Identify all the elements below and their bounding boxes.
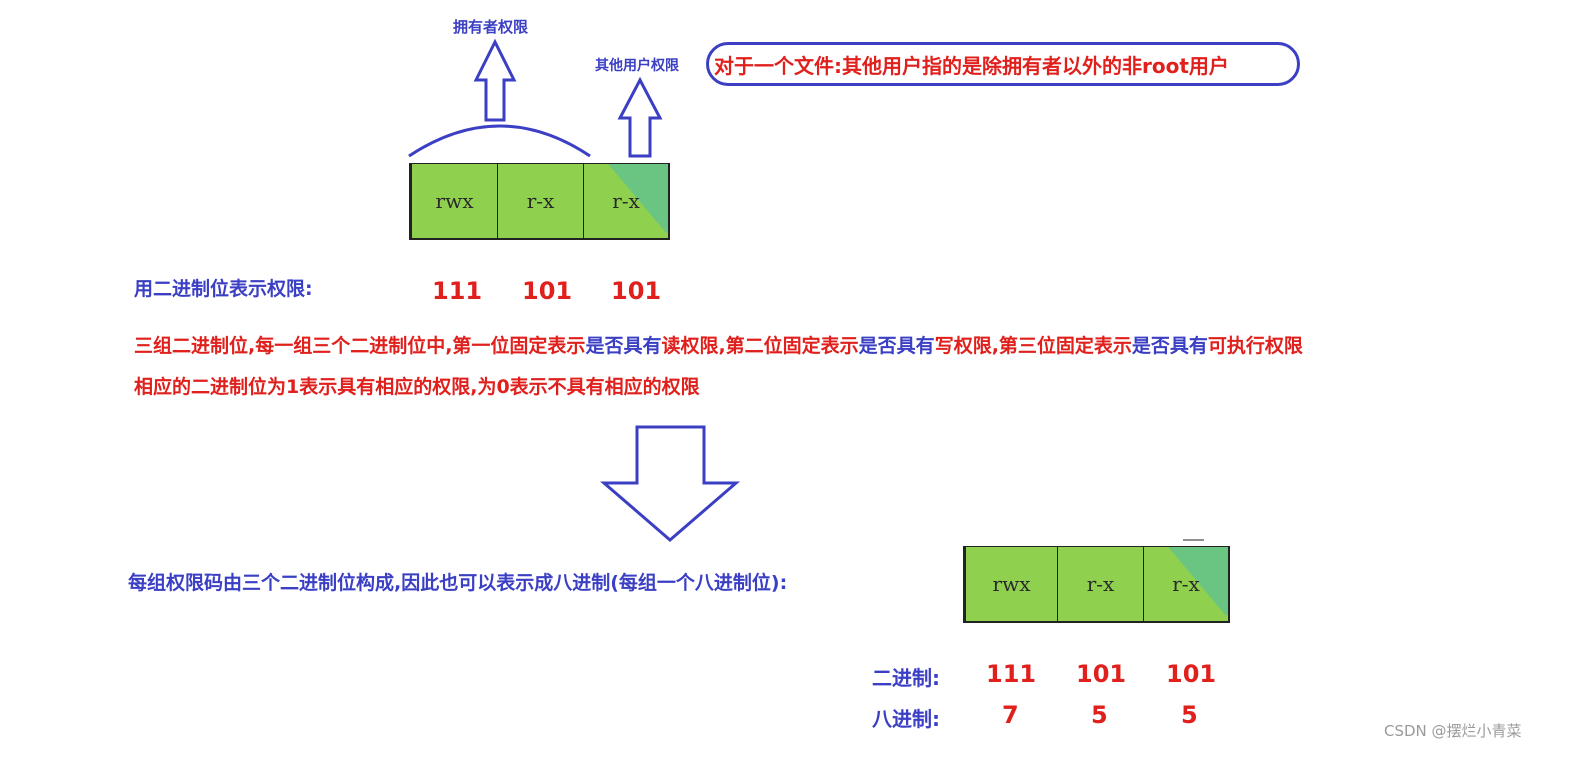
bottom-binary-group: 101 bbox=[1076, 660, 1127, 688]
owner-up-arrow-icon bbox=[473, 38, 517, 122]
watermark: CSDN @摆烂小青菜 bbox=[1384, 722, 1522, 740]
bottom-binary-other: 101 bbox=[1166, 660, 1217, 688]
other-permission-label: 其他用户权限 bbox=[595, 58, 679, 74]
other-up-arrow-icon bbox=[617, 76, 663, 158]
octal-group: 5 bbox=[1091, 701, 1108, 729]
binary-value-other: 101 bbox=[611, 277, 662, 305]
octal-label: 八进制: bbox=[872, 707, 940, 731]
down-arrow-icon bbox=[599, 425, 741, 542]
octal-intro: 每组权限码由三个二进制位构成,因此也可以表示成八进制(每组一个八进制位): bbox=[128, 572, 788, 594]
binary-row-label: 用二进制位表示权限: bbox=[134, 278, 313, 300]
owner-brace-icon bbox=[408, 124, 591, 158]
binary-value-owner: 111 bbox=[432, 277, 483, 305]
other-users-note: 对于一个文件:其他用户指的是除拥有者以外的非root用户 bbox=[714, 54, 1229, 78]
permission-cell-owner-bottom: rwx bbox=[966, 547, 1058, 621]
explanation-line-2: 相应的二进制位为1表示具有相应的权限,为0表示不具有相应的权限 bbox=[134, 376, 700, 398]
explanation-line-1: 三组二进制位,每一组三个二进制位中,第一位固定表示是否具有读权限,第二位固定表示… bbox=[134, 335, 1303, 357]
bottom-binary-owner: 111 bbox=[986, 660, 1037, 688]
permission-cell-other-bottom: r-x bbox=[1144, 547, 1230, 621]
permission-box-top: rwx r-x r-x bbox=[409, 163, 670, 240]
permission-cell-other: r-x bbox=[584, 164, 670, 238]
note-box bbox=[706, 42, 1300, 86]
permission-box-bottom: rwx r-x r-x bbox=[963, 546, 1230, 623]
binary-value-group: 101 bbox=[522, 277, 573, 305]
octal-owner: 7 bbox=[1002, 701, 1019, 729]
binary-label: 二进制: bbox=[872, 666, 940, 690]
permission-cell-owner: rwx bbox=[412, 164, 498, 238]
permission-cell-group: r-x bbox=[498, 164, 584, 238]
owner-permission-label: 拥有者权限 bbox=[453, 18, 529, 36]
permission-cell-group-bottom: r-x bbox=[1058, 547, 1144, 621]
octal-other: 5 bbox=[1181, 701, 1198, 729]
